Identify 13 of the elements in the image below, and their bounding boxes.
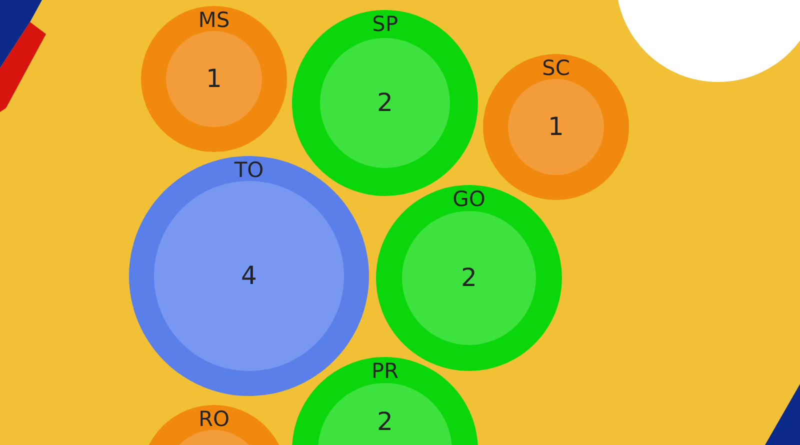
- bubble-value: 2: [377, 410, 393, 434]
- bubble-label: PR: [371, 359, 399, 383]
- bubble-label: SC: [542, 56, 570, 80]
- bubble-value: 4: [241, 264, 257, 288]
- bubble-value: 2: [377, 91, 393, 115]
- bubble-label: GO: [452, 187, 486, 211]
- bubble-value: 1: [548, 115, 564, 139]
- bubble-value: 2: [461, 266, 477, 290]
- bubble-label: TO: [234, 158, 264, 182]
- bubble-label: SP: [372, 12, 398, 36]
- bubble-label: RO: [198, 407, 230, 431]
- bubble-label: MS: [198, 8, 230, 32]
- bubble-value: 1: [206, 67, 222, 91]
